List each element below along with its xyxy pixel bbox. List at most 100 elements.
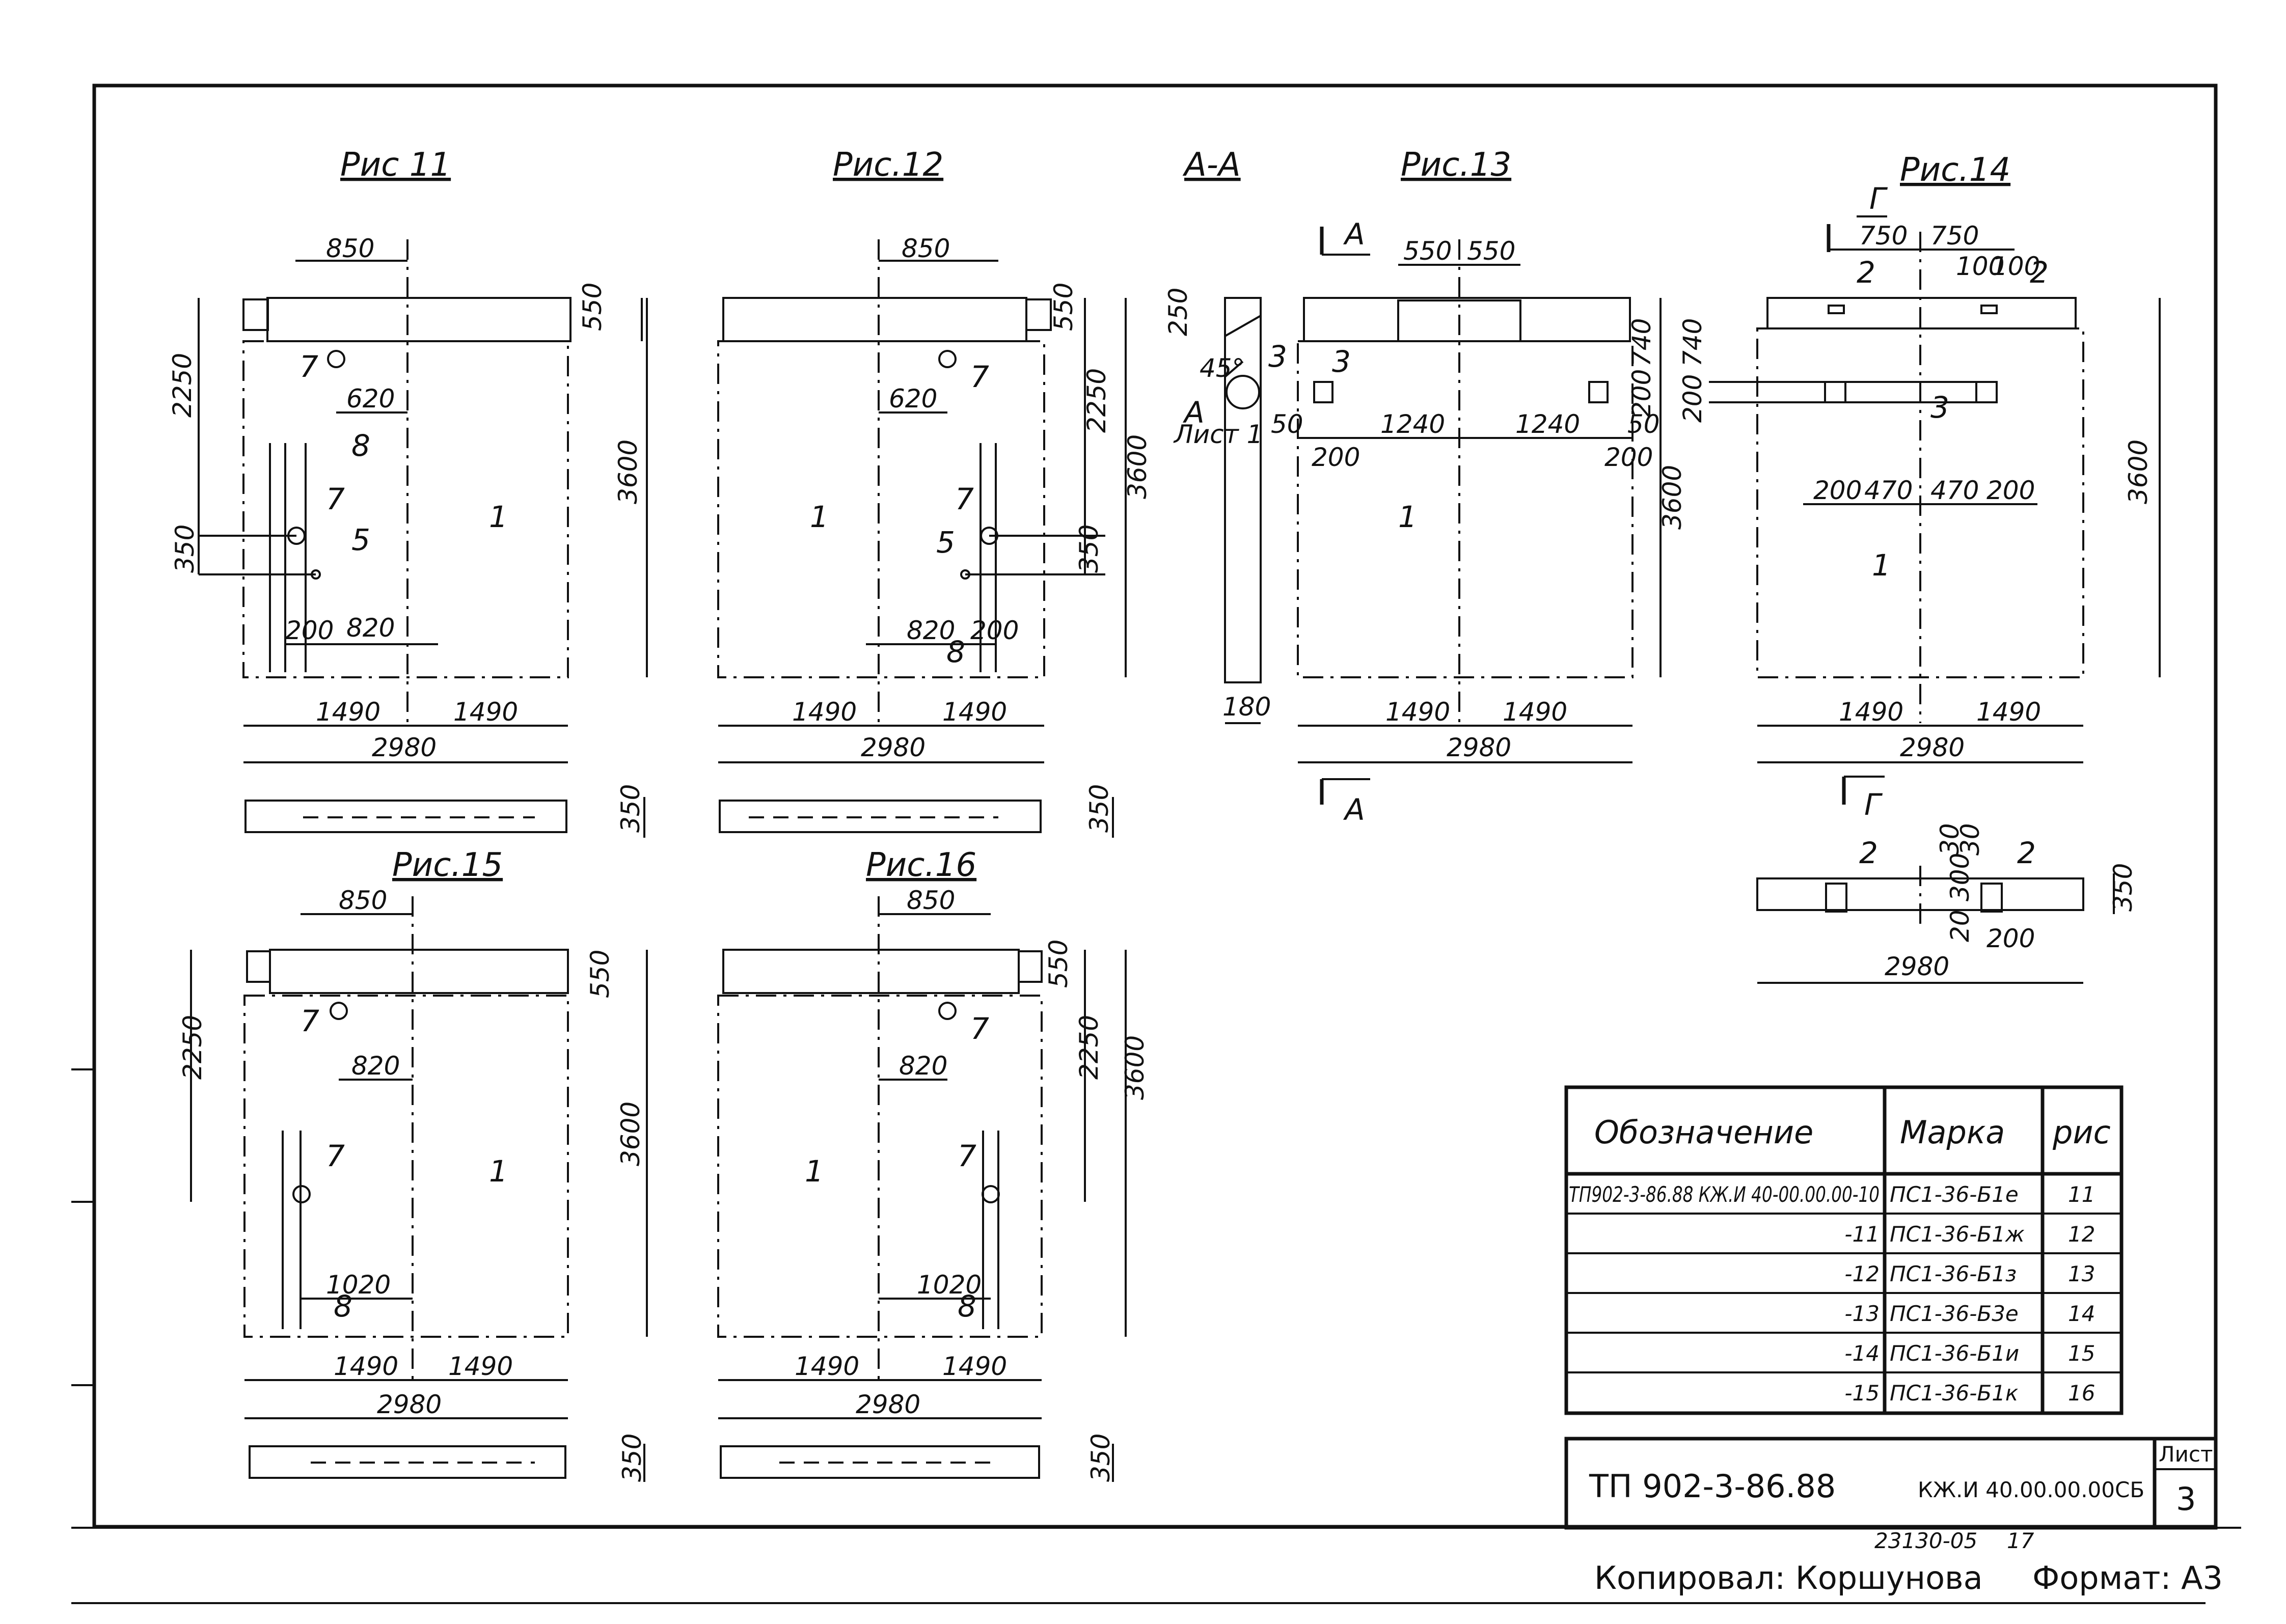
section-dim-45: 45° [1200,353,1245,383]
fig11-dim-2980: 2980 [372,733,437,762]
fig15-dim-1490-left: 1490 [334,1352,398,1381]
fig13-cut-A-top: А [1343,217,1365,252]
fig16-dim-820: 820 [899,1051,947,1081]
fig12-section-350: 350 [1084,784,1114,833]
fig15-dim-1020: 1020 [326,1270,391,1300]
fig11-dim-1490-right: 1490 [453,697,518,727]
fig14-dim-100a: 100 [1956,252,2004,281]
fig15-mark-7b: 7 [326,1139,345,1173]
title-block: ТП 902-3-86.88 КЖ.И 40.00.00.00СБ Лист 3 [1564,1437,2218,1530]
figure-16: Рис.16 850 550 2250 3600 820 1020 7 7 8 … [717,846,1150,1482]
fig12-mark-8: 8 [946,635,965,669]
fig16-dim-550: 550 [1044,940,1073,988]
fig11-dim-550: 550 [578,283,607,331]
title-block-sheet-number: 3 [2176,1480,2196,1518]
fig13-dim-740: 740 [1627,318,1656,367]
fig12-mark-7a: 7 [970,360,989,394]
fig13-dim-1240a: 1240 [1380,409,1445,439]
fig14-mark-1: 1 [1872,548,1891,583]
title-block-sheet-label: Лист [2159,1442,2213,1467]
fig14-dim-750a: 750 [1859,221,1908,251]
fig15-dim-850: 850 [339,886,387,915]
section-mark-A: А [1182,395,1205,430]
table-row-4-fig: 14 [2068,1301,2095,1326]
table-row-4-designation: -13 [1844,1301,1880,1326]
table-row-5-mark: ПС1-36-Б1и [1890,1341,2019,1366]
fig12-mark-5: 5 [936,525,955,560]
fig14-dim-470a: 470 [1864,476,1913,505]
table-row-1-mark: ПС1-36-Б1е [1890,1182,2019,1207]
table-header-mark: Марка [1900,1114,2005,1151]
figure-11-title: Рис 11 [340,146,451,184]
table-row-5-fig: 15 [2068,1341,2095,1366]
fig14-dim-470b: 470 [1930,476,1979,505]
footer: 23130-05 17 Копировал: Коршунова Формат:… [1594,1528,2223,1597]
fig12-dim-550: 550 [1049,283,1078,331]
fig13-dim-3600: 3600 [1657,465,1687,530]
fig13-cut-A-bottom: А [1343,792,1365,827]
section-sheet-ref: Лист 1 [1173,420,1263,449]
fig14-dim-1490-left: 1490 [1839,697,1903,727]
fig11-section-350: 350 [616,784,645,833]
fig14-cut-G-bottom: Г [1864,787,1883,822]
table-row-2-designation: -11 [1844,1222,1880,1247]
fig15-dim-2980: 2980 [377,1390,442,1419]
section-dim-250: 250 [1163,288,1193,336]
fig15-mark-8: 8 [334,1289,352,1324]
fig11-dim-200: 200 [285,616,334,645]
table-header-fig: рис [2052,1114,2111,1151]
fig15-dim-2250: 2250 [178,1015,207,1080]
fig14-dim-3600: 3600 [2124,439,2153,504]
fig11-dim-3600: 3600 [613,439,643,504]
figure-16-title: Рис.16 [866,846,976,884]
figure-13-title: Рис.13 [1401,146,1511,184]
fig14-section-dim-200: 200 [1986,924,2035,953]
fig16-dim-2250: 2250 [1074,1015,1104,1080]
table-row-2-fig: 12 [2068,1222,2095,1247]
table-row-6-fig: 16 [2068,1381,2095,1406]
fig11-dim-2250: 2250 [168,353,197,418]
fig12-dim-1490-right: 1490 [942,697,1007,727]
figure-13: Рис.13 А 550 550 740 200 3600 50 1240 12… [1271,146,1687,827]
fig14-dim-1490-right: 1490 [1976,697,2041,727]
fig12-dim-350: 350 [1074,525,1104,573]
fig14-dim-200a: 200 [1813,476,1862,505]
figure-14: Рис.14 Г 750 750 100 100 2 2 740 200 3 2… [1678,151,2161,984]
section-mark-3: 3 [1268,339,1287,374]
fig11-dim-850: 850 [326,234,374,263]
fig15-dim-3600: 3600 [616,1102,645,1166]
fig13-dim-550b: 550 [1467,236,1515,266]
fig15-dim-1490-right: 1490 [448,1352,513,1381]
fig14-section-dim-350: 350 [2108,863,2138,912]
fig16-dim-2980: 2980 [856,1390,920,1419]
fig13-dim-50a: 50 [1271,409,1303,439]
fig16-mark-7b: 7 [958,1139,976,1173]
table-row-3-fig: 13 [2068,1261,2095,1286]
table-row-3-mark: ПС1-36-Б1з [1890,1261,2017,1286]
fig13-dim-50b: 50 [1627,409,1660,439]
fig16-mark-8: 8 [958,1289,976,1324]
fig12-dim-820: 820 [907,616,955,645]
fig15-mark-7a: 7 [301,1004,319,1038]
fig12-dim-200: 200 [970,616,1019,645]
fig12-dim-2980: 2980 [861,733,926,762]
fig13-dim-200a: 200 [1312,443,1360,472]
fig11-dim-820: 820 [346,613,395,643]
fig15-section-350: 350 [617,1434,647,1482]
fig13-dim-1490-right: 1490 [1503,697,1567,727]
figure-15: Рис.15 850 550 2250 3600 820 1020 7 7 8 … [178,846,648,1482]
table-row-1-designation: ТП902-3-86.88 КЖ.И 40-00.00.00-10 [1569,1182,1880,1207]
fig13-mark-3: 3 [1332,344,1351,379]
footer-inventory: 23130-05 [1874,1528,1977,1553]
fig14-cut-G-top: Г [1869,181,1888,216]
fig16-mark-1: 1 [805,1154,824,1189]
fig14-dim-750b: 750 [1930,221,1979,251]
fig14-section-dim-30b: 30 [1955,823,1985,856]
fig11-dim-620: 620 [346,384,395,414]
fig11-mark-7b: 7 [326,482,345,516]
fig16-dim-3600: 3600 [1120,1035,1150,1100]
fig16-dim-850: 850 [907,886,955,915]
table-row-4-mark: ПС1-36-Б3е [1890,1301,2019,1326]
fig11-mark-1: 1 [489,500,508,534]
